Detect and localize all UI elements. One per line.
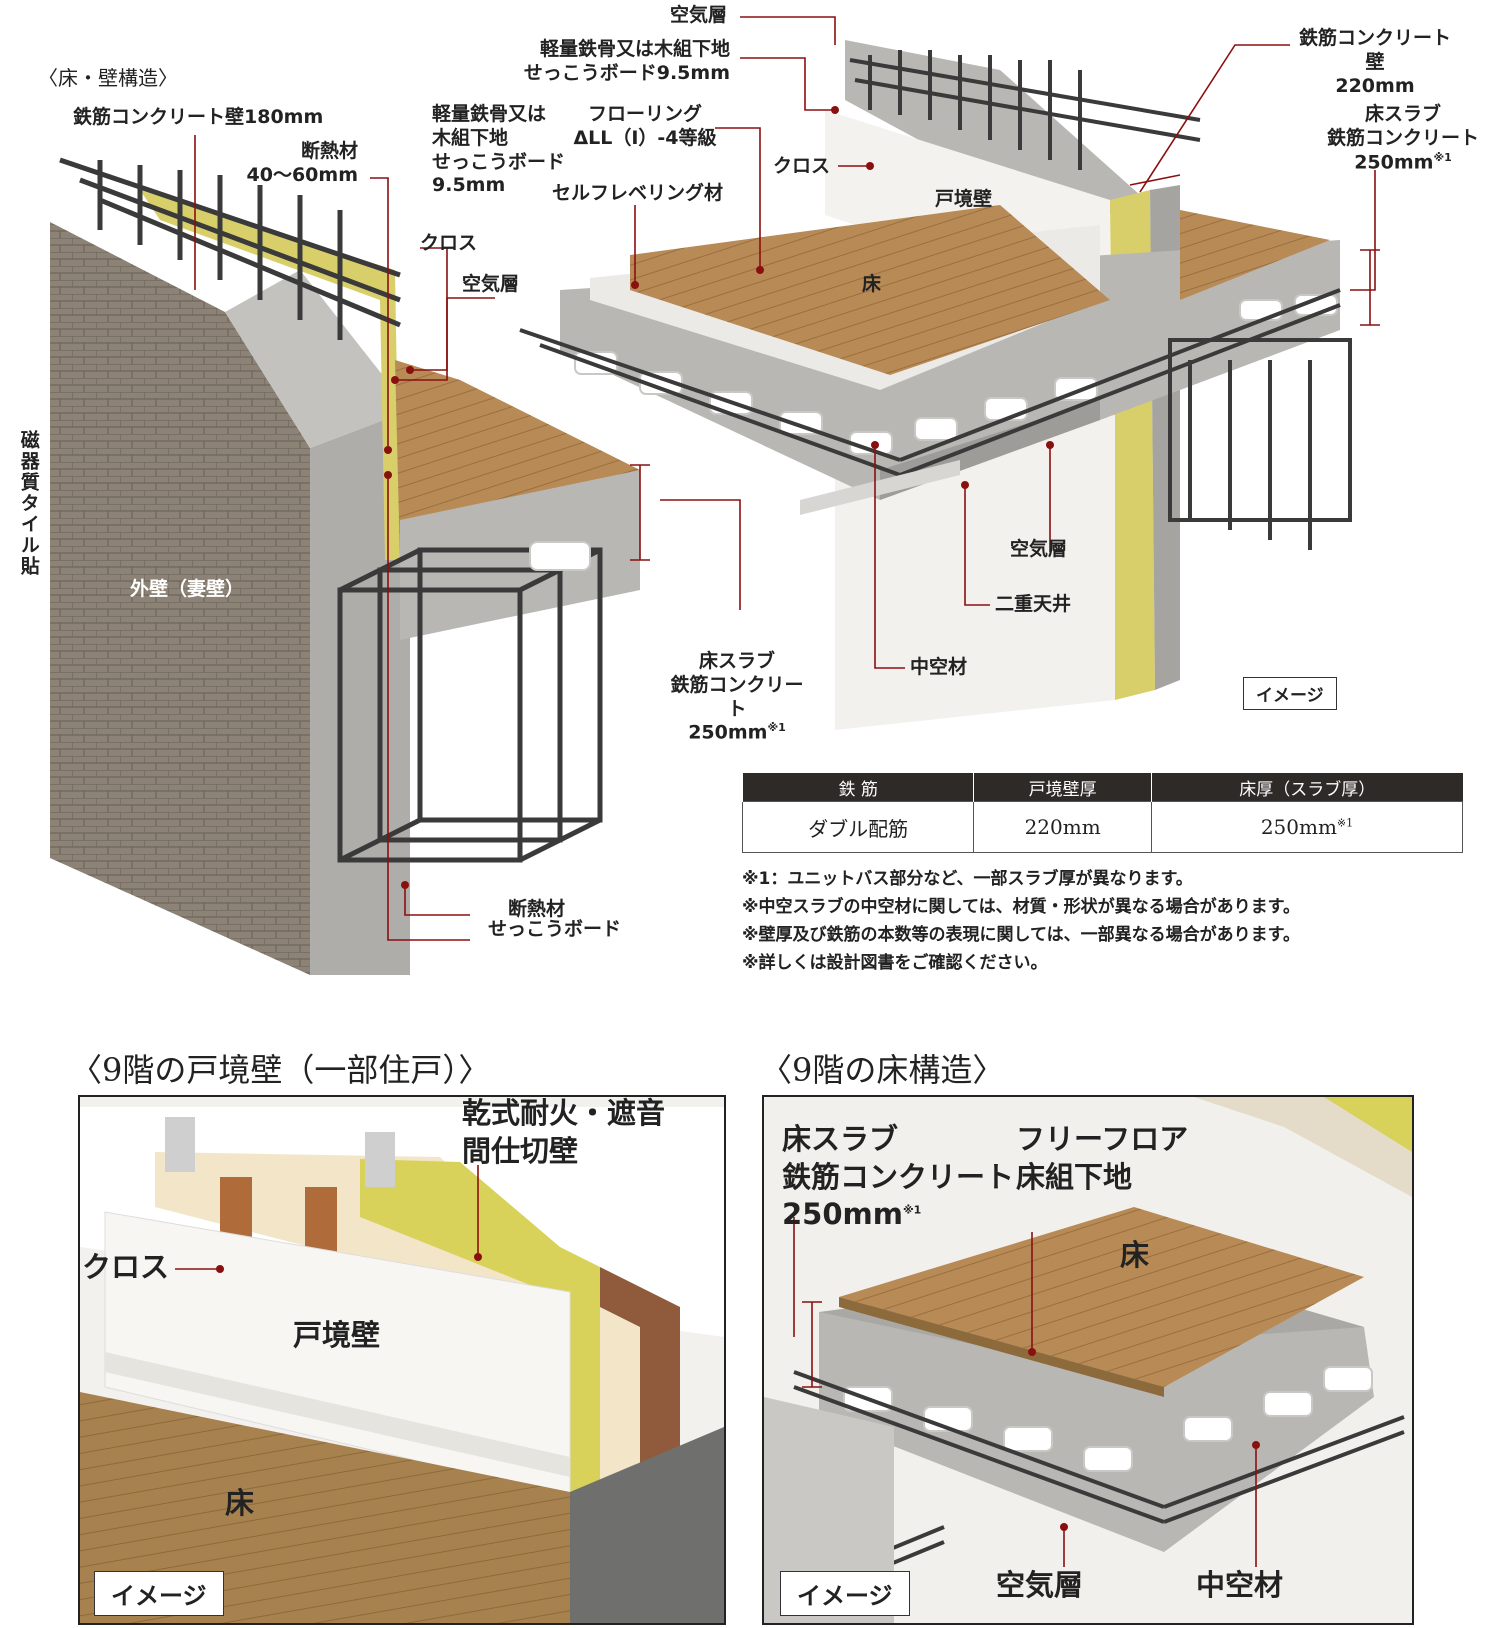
label-air-top: 空気層 — [670, 4, 728, 26]
table-cell: 220mm — [973, 801, 1152, 853]
right-floor-wood — [630, 205, 1110, 375]
label-cloth-top: クロス — [773, 155, 831, 177]
label-floor-br: 床 — [1120, 1238, 1150, 1272]
section-title-9f-floor: 〈9階の床構造〉 — [760, 1051, 1005, 1089]
section-title-9f-partition: 〈9階の戸境壁（一部住戸）〉 — [70, 1051, 491, 1089]
image-badge-bl: イメージ — [94, 1571, 224, 1616]
label-self-leveling: セルフレベリング材 — [552, 182, 724, 204]
table-row: ダブル配筋 220mm 250mm※1 — [741, 801, 1464, 853]
label-air-left: 空気層 — [462, 273, 520, 295]
leader-lines — [194, 16, 1380, 941]
label-flooring: フローリング ΔLL（Ⅰ）-4等級 — [573, 103, 717, 149]
label-slab-right: 床スラブ 鉄筋コンクリート 250mm※1 — [1326, 103, 1479, 173]
label-slab-br: 床スラブ 鉄筋コンクリート 250mm※1 — [782, 1122, 1015, 1232]
spec-table: 鉄 筋 戸境壁厚 床厚（スラブ厚） ダブル配筋 220mm 250mm※1 — [741, 773, 1464, 853]
label-slab-left: 床スラブ 鉄筋コンクリート 250mm※1 — [670, 650, 804, 744]
table-cell: 250mm※1 — [1150, 801, 1464, 853]
table-cell: ダブル配筋 — [741, 801, 975, 853]
note-4: ※詳しくは設計図書をご確認ください。 — [742, 953, 1048, 973]
label-partition-bl: 戸境壁 — [293, 1318, 381, 1352]
partition-wall-concrete — [845, 40, 1140, 230]
left-rebar-cage — [59, 157, 603, 863]
floor-structure-illustration — [764, 1097, 1412, 1623]
label-free-floor: フリーフロア 床組下地 — [1016, 1122, 1189, 1194]
label-insulation: 断熱材 40〜60mm — [246, 140, 358, 186]
label-floor-bl: 床 — [225, 1486, 255, 1520]
label-hollow-br: 中空材 — [1196, 1568, 1284, 1602]
note-3: ※壁厚及び鉄筋の本数等の表現に関しては、一部異なる場合があります。 — [742, 925, 1300, 945]
label-gypsum-bottom: せっこうボード — [488, 918, 622, 940]
label-dry-wall: 乾式耐火・遮音 間仕切壁 — [462, 1096, 666, 1168]
lower-partition-wall — [835, 415, 1115, 730]
note-2: ※中空スラブの中空材に関しては、材質・形状が異なる場合があります。 — [742, 897, 1300, 917]
table-header: 戸境壁厚 — [973, 773, 1152, 802]
label-light-steel-top: 軽量鉄骨又は木組下地 せっこうボード9.5mm — [523, 38, 730, 84]
table-header: 床厚（スラブ厚） — [1150, 773, 1463, 802]
label-double-ceiling: 二重天井 — [995, 593, 1072, 615]
table-header: 鉄 筋 — [741, 773, 974, 802]
image-badge-br: イメージ — [780, 1571, 910, 1616]
label-light-steel-left: 軽量鉄骨又は 木組下地 せっこうボード 9.5mm — [432, 103, 566, 197]
label-rc-wall-180: 鉄筋コンクリート壁180mm — [73, 106, 324, 128]
exterior-tile-wall — [50, 222, 310, 975]
label-cloth-left: クロス — [420, 232, 478, 254]
left-slab — [400, 470, 640, 640]
label-tile-vertical: 磁器質タイル貼 — [17, 430, 40, 577]
label-rc-wall-220: 鉄筋コンクリート壁 220mm — [1298, 27, 1451, 97]
label-insulation-bottom: 断熱材 — [508, 898, 566, 920]
panel-9f-floor: 床スラブ 鉄筋コンクリート 250mm※1 フリーフロア 床組下地 床 空気層 … — [762, 1095, 1414, 1625]
note-1: ※1：ユニットバス部分など、一部スラブ厚が異なります。 — [742, 869, 1193, 889]
panel-9f-partition: 乾式耐火・遮音 間仕切壁 クロス 戸境壁 床 イメージ — [78, 1095, 726, 1625]
section-label-floor-wall: 〈床・壁構造〉 — [38, 66, 178, 90]
label-cloth-bl: クロス — [82, 1250, 170, 1284]
floor-wall-structure-illustration — [50, 16, 1380, 975]
label-air-under: 空気層 — [1010, 538, 1068, 560]
insulation-strip — [140, 190, 400, 560]
label-floor: 床 — [862, 273, 882, 295]
label-hollow: 中空材 — [910, 656, 968, 678]
label-air-br: 空気層 — [996, 1568, 1084, 1602]
partition-illustration — [80, 1097, 724, 1623]
label-partition-wall: 戸境壁 — [935, 188, 993, 210]
right-rebars — [519, 50, 1352, 550]
label-exterior-wall: 外壁（妻壁） — [130, 578, 245, 600]
image-badge-top: イメージ — [1243, 677, 1337, 710]
